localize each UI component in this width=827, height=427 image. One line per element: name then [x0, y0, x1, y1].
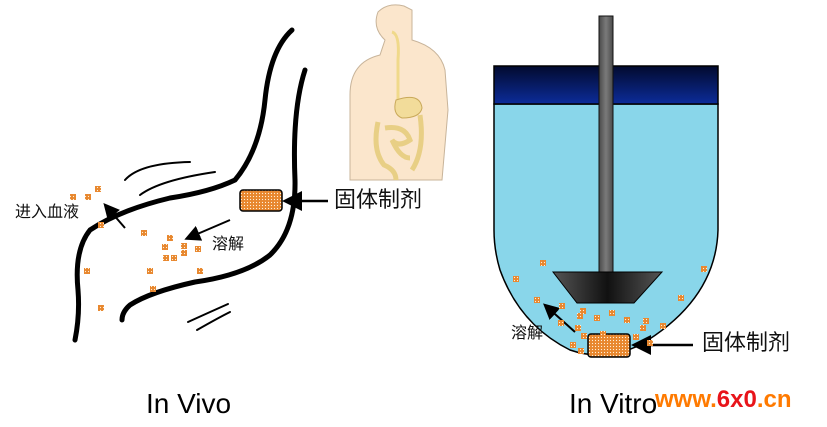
drug-particle: [570, 342, 576, 348]
enter-blood-label: 进入血液: [15, 202, 80, 221]
in-vivo-caption: In Vivo: [146, 388, 232, 419]
drug-particles-in-vitro: [513, 260, 707, 354]
drug-particle: [513, 276, 519, 282]
drug-particle: [171, 255, 177, 261]
drug-particle: [84, 268, 90, 274]
drug-particle: [95, 186, 101, 192]
dissolution-arrow-in-vitro: [543, 303, 576, 333]
drug-particle: [98, 305, 104, 311]
drug-particles-in-vivo: [70, 186, 203, 311]
drug-particle: [581, 333, 587, 339]
drug-particle: [534, 297, 540, 303]
solid-dosage-tablet-in-vivo: [239, 189, 283, 212]
drug-particle: [701, 266, 707, 272]
upper-wall: [72, 27, 295, 343]
drug-particle: [195, 246, 201, 252]
solid-dosage-label-in-vitro: 固体制剂: [702, 331, 791, 356]
absorption-arrow: [103, 202, 126, 229]
drug-particle: [660, 323, 666, 329]
drug-particle: [162, 244, 168, 250]
drug-particle: [643, 318, 649, 324]
drug-particle: [150, 286, 156, 292]
drug-particle: [594, 315, 600, 321]
stomach: [394, 96, 423, 119]
drug-particle: [559, 303, 565, 309]
drug-particle: [577, 313, 583, 319]
dissolution-label-in-vivo: 溶解: [212, 234, 245, 253]
drug-particle: [70, 194, 76, 200]
watermark-part: www.: [655, 386, 717, 413]
drug-particle: [147, 268, 153, 274]
watermark-part: .cn: [756, 386, 792, 413]
motion-line: [139, 171, 216, 196]
watermark: www.6x0.cn: [655, 388, 792, 412]
gi-tract-illustration: [349, 4, 449, 181]
drug-particle: [624, 317, 630, 323]
solid-dosage-tablet-in-vitro: [587, 333, 631, 358]
drug-particle: [678, 295, 684, 301]
watermark-part: 6x0: [716, 386, 757, 413]
in-vitro-caption: In Vitro: [569, 388, 658, 419]
drug-particle: [647, 340, 653, 346]
drug-particle: [98, 222, 104, 228]
drug-particle: [181, 243, 187, 249]
drug-particle: [640, 325, 646, 331]
lower-wall: [119, 67, 308, 323]
motion-line: [124, 161, 191, 181]
paddle-blade: [551, 271, 664, 304]
intestine-wall: [72, 27, 308, 343]
paddle-shaft: [598, 15, 614, 275]
drug-particle: [578, 348, 584, 354]
drug-particle: [197, 268, 203, 274]
drug-particle: [609, 310, 615, 316]
motion-line: [187, 303, 229, 323]
drug-particle: [163, 255, 169, 261]
motion-line: [196, 311, 231, 331]
dissolution-vessel: [493, 15, 719, 356]
drug-particle: [633, 334, 639, 340]
drug-particle: [167, 235, 173, 241]
dissolution-arrow-in-vivo: [184, 219, 231, 241]
drug-particle: [580, 308, 586, 314]
drug-particle: [610, 340, 616, 346]
intestines: [373, 114, 424, 181]
esophagus: [391, 30, 400, 100]
drug-particle: [575, 325, 581, 331]
drug-particle: [623, 346, 629, 352]
drug-particle: [141, 230, 147, 236]
solid-dosage-label-in-vivo: 固体制剂: [334, 188, 423, 213]
drug-particle: [540, 260, 546, 266]
drug-particle: [181, 250, 187, 256]
drug-particle: [558, 320, 564, 326]
dissolution-label-in-vitro: 溶解: [511, 323, 544, 342]
drug-particle: [85, 194, 91, 200]
drug-particle: [600, 331, 606, 337]
